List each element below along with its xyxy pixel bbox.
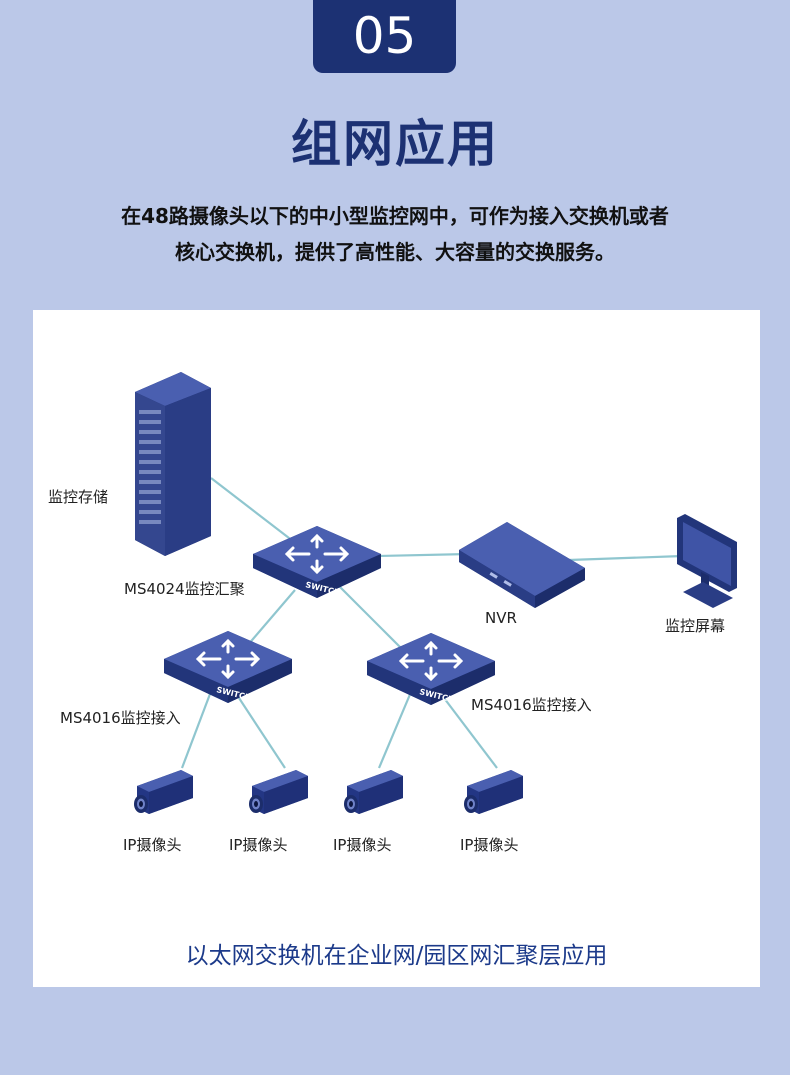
label-nvr: NVR	[485, 609, 517, 627]
core-switch-icon	[251, 524, 383, 600]
ip-camera-icon-1	[134, 770, 193, 814]
label-access-switch-right: MS4016监控接入	[471, 696, 592, 714]
page-title: 组网应用	[291, 115, 499, 173]
label-storage: 监控存储	[48, 488, 109, 506]
access-switch-left-icon	[162, 629, 294, 705]
label-camera-3: IP摄像头	[333, 836, 392, 854]
label-monitor: 监控屏幕	[665, 617, 726, 635]
network-diagram: SWITCH	[134, 372, 737, 814]
label-core-switch: MS4024监控汇聚	[124, 580, 245, 598]
storage-server-icon	[135, 372, 211, 556]
section-number-badge: 05	[313, 0, 456, 73]
description-line-1: 在48路摄像头以下的中小型监控网中，可作为接入交换机或者	[121, 204, 669, 228]
nvr-icon	[459, 522, 585, 608]
description-line-2: 核心交换机，提供了高性能、大容量的交换服务。	[175, 240, 615, 264]
network-links	[180, 477, 684, 769]
ip-camera-icon-3	[344, 770, 403, 814]
network-diagram-panel: SWITCH	[33, 310, 760, 987]
label-access-switch-left: MS4016监控接入	[60, 709, 181, 727]
ip-camera-icon-4	[464, 770, 523, 814]
ip-camera-icon-2	[249, 770, 308, 814]
diagram-caption: 以太网交换机在企业网/园区网汇聚层应用	[185, 943, 608, 969]
label-camera-1: IP摄像头	[123, 836, 182, 854]
monitor-screen-icon	[677, 514, 737, 608]
label-camera-2: IP摄像头	[229, 836, 288, 854]
label-camera-4: IP摄像头	[460, 836, 519, 854]
